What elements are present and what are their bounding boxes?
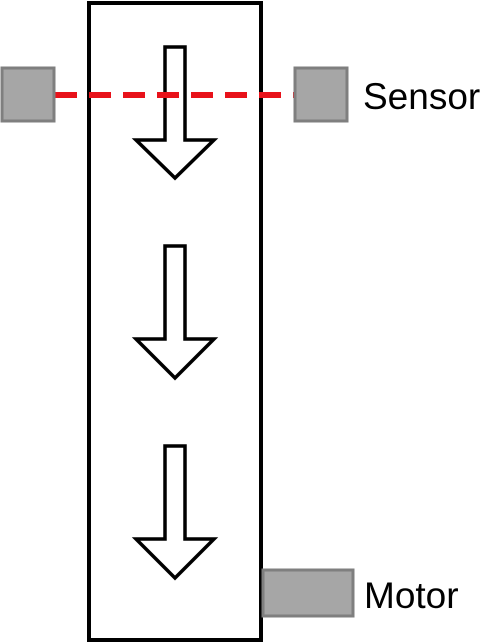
motor-block	[261, 568, 355, 618]
sensor-label: Sensor	[363, 76, 481, 117]
sensor-emitter-block	[0, 66, 56, 123]
sensor-receiver-block	[293, 66, 349, 123]
flow-arrows	[131, 45, 219, 581]
motor-label: Motor	[364, 575, 459, 616]
down-arrow-icon	[131, 444, 219, 581]
down-arrow-icon	[131, 45, 219, 181]
down-arrow-icon	[131, 244, 219, 381]
